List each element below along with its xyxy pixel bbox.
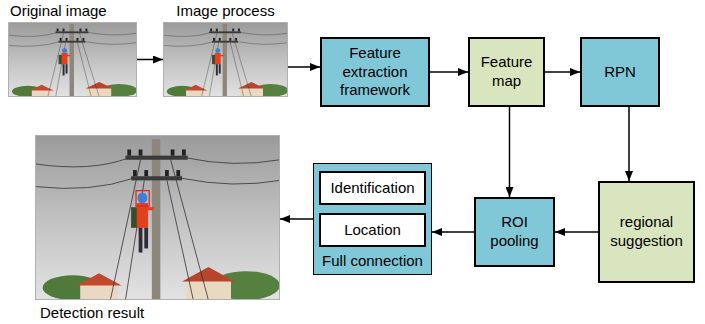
photo-frame: Detection result <box>35 135 280 300</box>
box-label: ROI pooling <box>480 213 549 251</box>
photo-frame: Image process <box>163 22 288 97</box>
process-box: ROI pooling <box>474 197 555 267</box>
box-label: Feature extraction framework <box>326 44 424 100</box>
photo-scene <box>35 135 280 300</box>
flow-arrow <box>288 66 320 68</box>
group-title: Full connection <box>314 252 431 269</box>
photo-caption: Detection result <box>40 304 144 321</box>
photo-scene <box>163 22 288 97</box>
box-label: Feature map <box>474 53 539 91</box>
photo-scene <box>8 22 137 97</box>
data-box: Feature map <box>468 37 545 107</box>
data-box: regional suggestion <box>598 181 695 283</box>
flow-arrow <box>137 59 163 61</box>
group-box: IdentificationLocationFull connection <box>313 163 432 275</box>
flow-arrow <box>280 218 313 220</box>
flow-arrow <box>545 71 580 73</box>
flow-arrow <box>555 231 598 233</box>
box-label: RPN <box>604 63 636 82</box>
flow-arrow <box>432 231 474 233</box>
photo-detection <box>35 135 280 300</box>
box-label: Location <box>344 221 401 240</box>
photo-processed <box>163 22 288 97</box>
photo-original <box>8 22 137 97</box>
detection-box <box>136 191 149 206</box>
process-box: RPN <box>580 37 660 107</box>
flow-arrow <box>628 107 630 181</box>
output-box: Identification <box>319 171 426 205</box>
process-box: Feature extraction framework <box>320 37 430 107</box>
flow-arrow <box>430 71 468 73</box>
photo-caption: Image process <box>176 2 274 19</box>
output-box: Location <box>319 213 426 247</box>
photo-frame: Original image <box>8 22 137 97</box>
box-label: regional suggestion <box>604 213 689 251</box>
flow-arrow <box>509 107 511 197</box>
box-label: Identification <box>330 179 414 198</box>
photo-caption: Original image <box>10 2 107 19</box>
